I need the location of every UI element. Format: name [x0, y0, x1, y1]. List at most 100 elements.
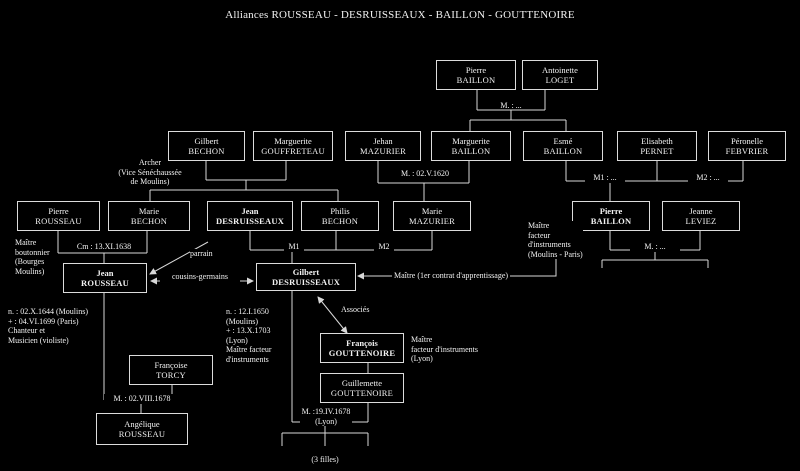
- given-name: Gilbert: [194, 136, 219, 146]
- bio-jean-rousseau: n. : 02.X.1644 (Moulins) + : 04.VI.1699 …: [8, 307, 88, 345]
- person-jean-desruisseaux: Jean DESRUISSEAUX: [207, 201, 293, 231]
- gilbert-bio-line-6: d'instruments: [226, 354, 269, 364]
- family-name: BECHON: [130, 216, 168, 226]
- person-angelique-rousseau: Angélique ROUSSEAU: [96, 413, 188, 445]
- person-elisabeth-pernet: Elisabeth PERNET: [617, 131, 697, 161]
- family-name: DESRUISSEAUX: [215, 216, 285, 226]
- marriage-m2-jean: M2: [374, 242, 394, 252]
- given-name: Pierre: [599, 206, 623, 216]
- label-cousins-germains: cousins-germains: [160, 272, 240, 282]
- family-name: ROUSSEAU: [118, 429, 166, 439]
- family-name: BAILLON: [456, 75, 496, 85]
- person-peronelle-febvrier: Péronelle FEBVRIER: [708, 131, 786, 161]
- marriage-gilbert-guillemette: M. :19.IV.1678 (Lyon): [300, 407, 352, 426]
- family-name: PERNET: [640, 146, 674, 156]
- label-maitre-contrat: Maître (1er contrat d'apprentissage): [392, 271, 511, 281]
- gilbert-bio-line-1: n. : 12.I.1650: [226, 307, 269, 316]
- jean-bio-line-2: + : 04.VI.1699 (Paris): [8, 316, 79, 326]
- given-name: Marie: [138, 206, 160, 216]
- boutonnier-line-4: Moulins): [15, 266, 45, 276]
- family-name: LOGET: [545, 75, 575, 85]
- francois-bio-line-3: (Lyon): [411, 354, 433, 363]
- marriage-mazurier-label: M. : 02.V.1620: [400, 168, 450, 178]
- marriage-baillon-loget: M. : ...: [500, 101, 522, 110]
- family-name: BAILLON: [543, 146, 583, 156]
- marriage-m1-esme: M1 : ...: [585, 173, 625, 183]
- gilbert-bio-line-5: Maître facteur: [226, 345, 272, 354]
- given-name: Pierre: [48, 206, 69, 216]
- person-jean-rousseau: Jean ROUSSEAU: [63, 263, 147, 293]
- francois-bio-line-2: facteur d'instruments: [411, 344, 478, 354]
- annotation-maitre-facteur-baillon: Maître facteur d'instruments (Moulins - …: [528, 221, 583, 259]
- person-marguerite-baillon: Marguerite BAILLON: [431, 131, 511, 161]
- jean-bio-line-3: Chanteur et: [8, 326, 46, 335]
- given-name: Antoinette: [542, 65, 578, 75]
- given-name: Jean: [241, 206, 259, 216]
- family-name: BAILLON: [590, 216, 632, 226]
- family-name: BAILLON: [451, 146, 491, 156]
- person-marie-mazurier: Marie MAZURIER: [393, 201, 471, 231]
- given-name: Elisabeth: [641, 136, 673, 146]
- francois-bio-line-1: Maître: [411, 335, 433, 344]
- person-jehan-mazurier: Jehan MAZURIER: [345, 131, 421, 161]
- family-name: GOUTTENOIRE: [328, 348, 396, 358]
- given-name: Françoise: [154, 360, 188, 370]
- person-marguerite-gouffreteau: Marguerite GOUFFRETEAU: [253, 131, 333, 161]
- given-name: Philis: [330, 206, 350, 216]
- family-name: TORCY: [156, 370, 186, 380]
- bio-francois-gouttenoire: Maître facteur d'instruments (Lyon): [411, 335, 478, 364]
- facteur-baillon-line-4: (Moulins - Paris): [528, 249, 583, 259]
- annotation-maitre-boutonnier: Maître boutonnier (Bourges Moulins): [15, 238, 50, 276]
- given-name: Marguerite: [274, 136, 312, 146]
- label-trois-filles: (3 filles): [311, 455, 339, 464]
- person-antoinette-loget: Antoinette LOGET: [522, 60, 598, 90]
- person-jeanne-leviez: Jeanne LEVIEZ: [662, 201, 740, 231]
- person-philis-bechon: Philis BECHON: [301, 201, 379, 231]
- person-pierre-baillon-jr: Pierre BAILLON: [572, 201, 650, 231]
- boutonnier-line-3: (Bourges: [15, 257, 45, 266]
- boutonnier-line-2: boutonnier: [15, 247, 50, 257]
- given-name: Jeanne: [689, 206, 713, 216]
- person-francois-gouttenoire: François GOUTTENOIRE: [320, 333, 404, 363]
- marriage-mazurier: M. : 02.V.1620: [387, 167, 463, 180]
- gilbert-bio-line-2: (Moulins): [226, 316, 258, 326]
- family-name: FEBVRIER: [725, 146, 769, 156]
- marriage-m1-jean: M1: [284, 242, 304, 252]
- person-marie-bechon: Marie BECHON: [108, 201, 190, 231]
- person-francoise-torcy: Françoise TORCY: [129, 355, 213, 385]
- family-name: DESRUISSEAUX: [271, 277, 341, 287]
- family-name: ROUSSEAU: [81, 278, 129, 288]
- bio-gilbert-desruisseaux: n. : 12.I.1650 (Moulins) + : 13.X.1703 (…: [226, 307, 272, 364]
- person-guillemette-gouttenoire: Guillemette GOUTTENOIRE: [320, 373, 404, 403]
- boutonnier-line-1: Maître: [15, 238, 37, 247]
- given-name: Gilbert: [292, 267, 320, 277]
- contract-rousseau-bechon: Cm : 13.XI.1638: [66, 242, 142, 252]
- family-name: MAZURIER: [360, 146, 406, 156]
- given-name: Marie: [421, 206, 443, 216]
- family-name: GOUTTENOIRE: [330, 388, 394, 398]
- page-title: Alliances ROUSSEAU - DESRUISSEAUX - BAIL…: [225, 9, 575, 21]
- marriage-m2-esme: M2 : ...: [688, 173, 728, 183]
- given-name: François: [346, 338, 378, 348]
- person-gilbert-desruisseaux: Gilbert DESRUISSEAUX: [256, 263, 356, 291]
- annotation-archer: Archer (Vice Sénéchaussée de Moulins): [104, 158, 196, 187]
- gilbert-bio-line-3: + : 13.X.1703: [226, 326, 271, 335]
- person-pierre-rousseau: Pierre ROUSSEAU: [17, 201, 100, 231]
- facteur-baillon-line-2: facteur: [528, 230, 551, 240]
- family-name: LEVIEZ: [685, 216, 717, 226]
- archer-line-2: (Vice Sénéchaussée: [118, 167, 182, 177]
- given-name: Marguerite: [452, 136, 490, 146]
- given-name: Esmé: [553, 136, 573, 146]
- person-gilbert-bechon: Gilbert BECHON: [168, 131, 245, 161]
- given-name: Jean: [96, 268, 114, 278]
- given-name: Jehan: [373, 136, 393, 146]
- jean-bio-line-4: Musicien (violiste): [8, 335, 69, 345]
- person-esme-baillon: Esmé BAILLON: [523, 131, 603, 161]
- family-name: ROUSSEAU: [35, 216, 82, 226]
- marriage-jean-torcy: M. : 02.VIII.1678: [104, 394, 180, 404]
- marriage-gilbert-line-1: M. :19.IV.1678: [301, 407, 351, 416]
- facteur-baillon-line-1: Maître: [528, 221, 550, 230]
- archer-line-3: de Moulins): [130, 177, 170, 186]
- family-name: MAZURIER: [409, 216, 455, 226]
- given-name: Péronelle: [730, 136, 764, 146]
